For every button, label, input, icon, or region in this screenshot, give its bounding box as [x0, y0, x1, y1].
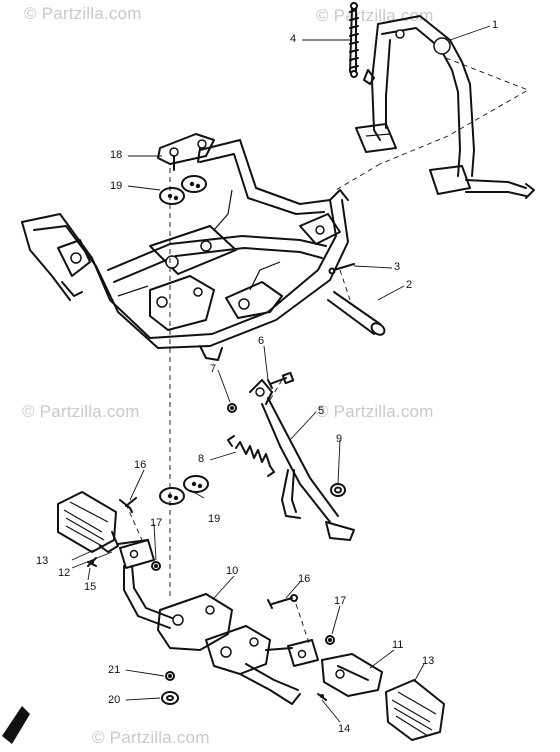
- footrest-right: [321, 653, 383, 697]
- footrest-pin-right: [317, 693, 327, 701]
- callout-9: 9: [336, 433, 343, 445]
- side-stand-bolt: [267, 371, 295, 389]
- callout-14: 14: [338, 723, 351, 735]
- stand-spring: [349, 2, 375, 85]
- side-stand: [249, 379, 355, 541]
- leader-lines: [71, 25, 491, 723]
- callout-17: 17: [150, 517, 163, 529]
- assembly-line: [339, 269, 351, 301]
- callout-7: 7: [210, 363, 217, 375]
- callout-3: 3: [394, 261, 401, 273]
- rubber-damper-top: [159, 175, 207, 205]
- watermark: © Partzilla.com: [24, 4, 142, 23]
- center-stand: [355, 15, 535, 199]
- fwd-arrow: [2, 706, 30, 744]
- callout-1: 1: [492, 19, 499, 31]
- footrest-bolt-left: [119, 497, 137, 513]
- callout-2: 2: [406, 279, 413, 291]
- callout-21: 21: [108, 664, 121, 676]
- footrest-bracket: [119, 539, 319, 705]
- side-stand-nut: [227, 403, 237, 413]
- footrest-left: [117, 539, 149, 545]
- watermark: © Partzilla.com: [316, 6, 434, 25]
- assembly-line: [125, 503, 143, 541]
- footrest-bolt-right: [267, 594, 298, 609]
- callout-6: 6: [258, 335, 265, 347]
- side-stand-spring: [227, 435, 275, 477]
- callout-10: 10: [226, 565, 239, 577]
- callout-8: 8: [198, 453, 205, 465]
- watermark: © Partzilla.com: [22, 402, 140, 421]
- footrest-nut-left: [151, 561, 161, 571]
- callout-20: 20: [108, 694, 121, 706]
- callout-19: 19: [208, 513, 221, 525]
- assembly-line: [379, 57, 530, 165]
- top-plate: [157, 133, 215, 171]
- assembly-line: [295, 603, 311, 647]
- pivot-shaft: [327, 291, 386, 336]
- assembly-line: [269, 379, 283, 401]
- rubber-damper-bottom: [159, 475, 209, 505]
- callout-13: 13: [422, 655, 435, 667]
- callout-16: 16: [134, 459, 147, 471]
- callout-17: 17: [334, 595, 347, 607]
- callout-12: 12: [58, 567, 71, 579]
- footrest-rubber-right: [385, 679, 445, 741]
- callout-4: 4: [290, 33, 297, 45]
- callout-16: 16: [298, 573, 311, 585]
- callout-5: 5: [318, 405, 325, 417]
- callout-15: 15: [84, 581, 97, 593]
- footrest-nut-right: [325, 635, 335, 645]
- callout-13: 13: [36, 555, 49, 567]
- callout-19: 19: [110, 180, 123, 192]
- mount-nut: [165, 671, 175, 681]
- watermark: © Partzilla.com: [316, 402, 434, 421]
- side-stand-washer: [330, 483, 346, 497]
- cotter-pin: [328, 263, 355, 275]
- footrest-rubber-left: [57, 491, 119, 553]
- frame: [21, 139, 349, 361]
- assembly-line: [335, 163, 381, 191]
- watermark: © Partzilla.com: [92, 728, 210, 747]
- callout-11: 11: [392, 639, 404, 651]
- callout-18: 18: [110, 149, 123, 161]
- mount-washer: [161, 691, 179, 705]
